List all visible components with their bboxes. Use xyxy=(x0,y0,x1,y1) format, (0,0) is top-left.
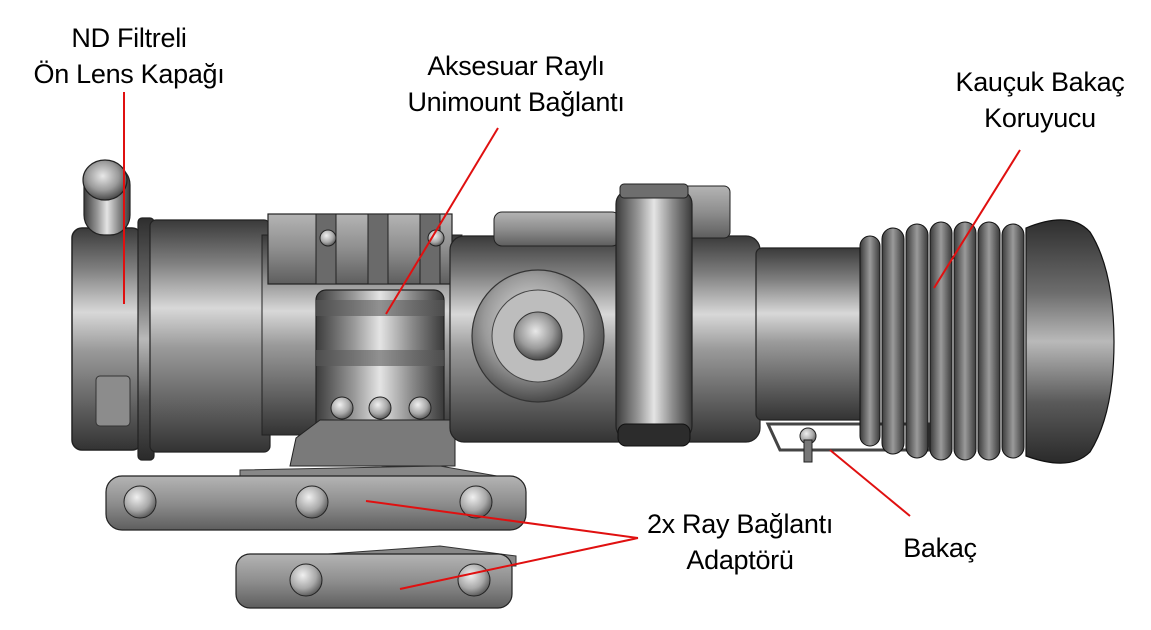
leader-line-accessory-rail xyxy=(385,127,499,315)
label-accessory-rail: Aksesuar Raylı Unimount Bağlantı xyxy=(386,48,646,120)
label-rubber-eyecup: Kauçuk Bakaç Koruyucu xyxy=(940,64,1140,136)
label-rail-adapter-line2: Adaptörü xyxy=(686,545,794,575)
label-nd-filter: ND Filtreli Ön Lens Kapağı xyxy=(24,20,234,92)
main-body xyxy=(449,185,761,443)
label-rail-adapter: 2x Ray Bağlantı Adaptörü xyxy=(620,506,860,578)
label-rail-adapter-line1: 2x Ray Bağlantı xyxy=(646,509,834,539)
leader-line-rail-adapter-1 xyxy=(365,500,639,539)
rail-adapter-1 xyxy=(105,465,527,531)
label-nd-filter-line1: ND Filtreli xyxy=(71,23,187,53)
front-lens-cap xyxy=(71,159,155,461)
rail-adapter-2 xyxy=(235,545,517,609)
unimount-mount xyxy=(267,213,456,467)
label-eyepiece: Bakaç xyxy=(880,530,1000,566)
label-eyepiece-line1: Bakaç xyxy=(903,533,977,563)
leader-lines xyxy=(123,92,1021,590)
label-accessory-rail-line1: Aksesuar Raylı xyxy=(427,51,605,81)
leader-line-rubber-eyecup xyxy=(933,149,1021,289)
leader-line-eyepiece xyxy=(829,449,911,517)
label-rubber-eyecup-line2: Koruyucu xyxy=(984,103,1096,133)
label-rubber-eyecup-line1: Kauçuk Bakaç xyxy=(955,67,1125,97)
turret xyxy=(615,183,693,447)
label-nd-filter-line2: Ön Lens Kapağı xyxy=(33,59,225,89)
label-accessory-rail-line2: Unimount Bağlantı xyxy=(407,87,625,117)
leader-line-rail-adapter-2 xyxy=(399,537,639,590)
rubber-eyecup xyxy=(859,219,1115,464)
